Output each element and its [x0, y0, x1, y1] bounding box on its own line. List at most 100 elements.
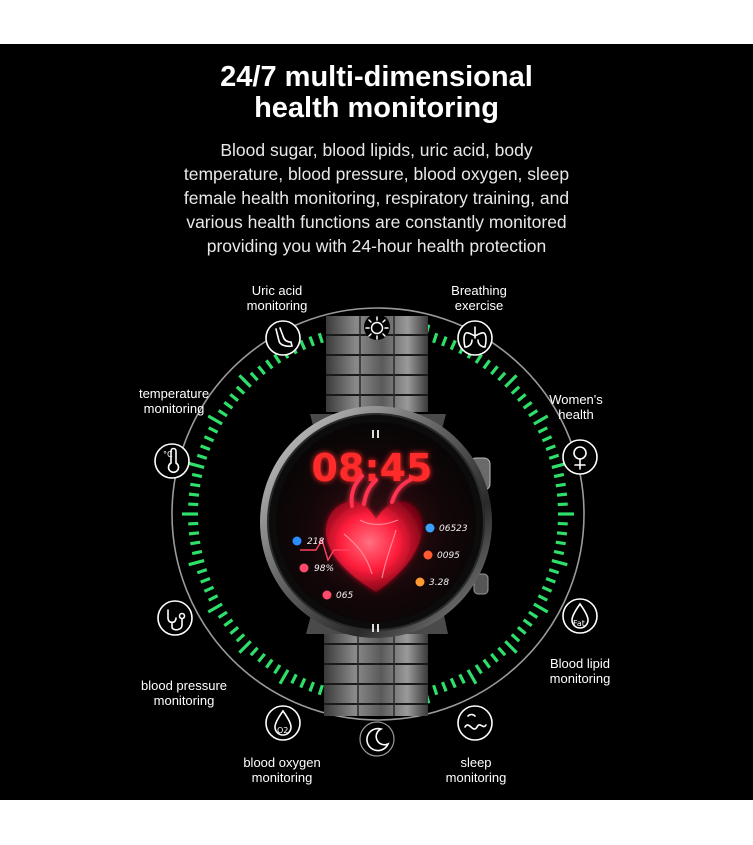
svg-text:°C: °C [163, 450, 173, 459]
tick-mark [482, 359, 491, 370]
bezel-index-marks [372, 430, 379, 632]
tick-mark [190, 540, 201, 546]
label-blood-lipid: Blood lipid monitoring [549, 656, 611, 686]
tick-mark [548, 568, 560, 575]
description-line: various health functions are constantly … [186, 212, 567, 232]
tick-mark [317, 684, 324, 696]
stethoscope-icon [157, 600, 193, 636]
tick-mark [188, 559, 205, 567]
tick-mark [545, 577, 556, 584]
tick-mark [528, 610, 539, 619]
metric-heart-rate: 218 [307, 537, 324, 547]
tick-mark [497, 646, 507, 657]
tick-mark [541, 585, 553, 593]
tick-mark [188, 521, 199, 526]
tick-mark [196, 453, 208, 460]
description-line: female health monitoring, respiratory tr… [183, 188, 570, 208]
watch-band-bottom [324, 624, 428, 716]
female-symbol-icon [562, 439, 598, 475]
metric-fire: 0095 [437, 551, 460, 561]
spo2-dot-icon [299, 563, 309, 573]
headline-line-2: health monitoring [254, 92, 499, 124]
tick-mark [191, 472, 203, 479]
tick-mark [278, 669, 290, 685]
tick-mark [265, 359, 274, 370]
metric-calories: 065 [336, 591, 353, 601]
label-sleep: sleep monitoring [445, 755, 507, 785]
description-line: Blood sugar, blood lipids, uric acid, bo… [220, 140, 533, 160]
description: Blood sugar, blood lipids, uric acid, bo… [0, 138, 753, 258]
tick-mark [482, 658, 491, 669]
thermometer-icon: °C [154, 443, 190, 479]
tick-mark [533, 414, 549, 426]
tick-mark [522, 401, 533, 410]
tick-mark [432, 684, 439, 696]
tick-mark [223, 618, 234, 627]
tick-mark [229, 626, 240, 635]
tick-mark [188, 461, 205, 469]
tick-mark [207, 594, 219, 602]
tick-mark [308, 681, 315, 692]
poster: 24/7 multi-dimensional health monitoring… [0, 44, 753, 800]
label-temperature: temperature monitoring [138, 386, 210, 416]
tick-mark [556, 531, 568, 536]
tick-mark [497, 371, 507, 382]
calories-dot-icon [322, 590, 332, 600]
tick-mark [188, 502, 199, 507]
tick-mark [308, 336, 315, 347]
description-line: temperature, blood pressure, blood oxyge… [183, 164, 570, 184]
steps-dot-icon [425, 523, 435, 533]
tick-mark [191, 549, 203, 556]
tick-mark [537, 426, 549, 434]
sun-icon [364, 314, 390, 340]
foot-icon [265, 320, 301, 356]
tick-mark [516, 393, 527, 402]
heart-icon [325, 474, 423, 592]
label-breathing: Breathing exercise [451, 283, 507, 313]
tick-mark [200, 577, 211, 584]
tick-mark [557, 502, 568, 507]
tick-mark [257, 652, 266, 663]
moon-icon [359, 721, 395, 757]
tick-mark [203, 585, 215, 593]
tick-mark [273, 664, 282, 675]
description-line: providing you with 24-hour health protec… [206, 236, 547, 256]
tick-mark [265, 658, 274, 669]
tick-mark [466, 669, 478, 685]
tick-mark [273, 353, 282, 364]
fat-badge: Fat [573, 619, 585, 628]
tick-mark [474, 664, 483, 675]
metric-spo2: 98% [314, 564, 334, 574]
tick-mark [249, 646, 259, 657]
tick-mark [555, 540, 566, 546]
tick-mark [553, 472, 565, 479]
sleep-wave-icon [457, 705, 493, 741]
tick-mark [229, 393, 240, 402]
tick-mark [555, 482, 566, 488]
tick-mark [537, 594, 549, 602]
distance-dot-icon [415, 577, 425, 587]
tick-mark [557, 521, 568, 526]
tick-mark [516, 626, 527, 635]
tick-mark [533, 602, 549, 614]
fire-dot-icon [423, 550, 433, 560]
tick-mark [490, 365, 499, 376]
label-blood-oxygen: blood oxygen monitoring [243, 755, 321, 785]
tick-mark [490, 652, 499, 663]
tick-mark [432, 332, 439, 344]
tick-mark [510, 633, 521, 643]
metric-steps: 06523 [439, 524, 468, 534]
tick-mark [317, 332, 324, 344]
label-womens-health: Women's health [549, 392, 603, 422]
lungs-icon [457, 320, 493, 356]
tick-mark [249, 371, 259, 382]
tick-mark [441, 681, 448, 692]
tick-mark [238, 640, 252, 654]
tick-mark [441, 336, 448, 347]
heart-rate-dot-icon [292, 536, 302, 546]
tick-mark [548, 453, 560, 460]
o2-badge: O2 [277, 726, 288, 735]
tick-mark [188, 531, 200, 536]
label-uric-acid: Uric acid monitoring [246, 283, 308, 313]
tick-mark [207, 602, 223, 614]
